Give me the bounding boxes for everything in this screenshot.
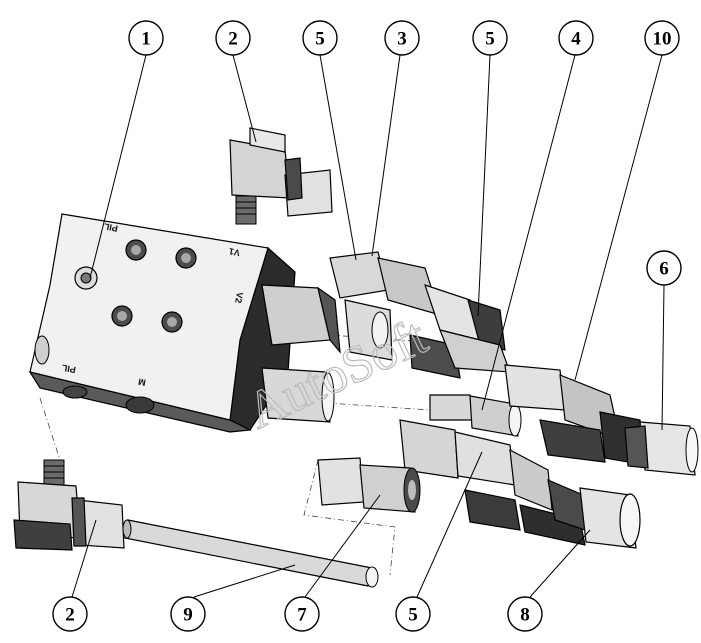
callout-number: 2: [228, 29, 238, 50]
callout-number: 6: [659, 259, 669, 280]
elbow-fitting-bottom: [13, 459, 125, 551]
fitting-6: [624, 421, 699, 476]
callout-3: 3: [384, 20, 420, 56]
callout-circle: [644, 20, 680, 56]
fitting-assembly-lower: [399, 419, 641, 549]
callout-8: 8: [507, 596, 543, 632]
callout-circle: [646, 250, 682, 286]
callout-10: 10: [644, 20, 680, 56]
port-label-pil-bottom: PIL: [61, 363, 77, 375]
callout-5-c: 5: [395, 596, 431, 632]
callout-4: 4: [558, 20, 594, 56]
block-side-fittings: [261, 284, 341, 423]
leader-lines: [71, 54, 665, 598]
callout-number: 7: [297, 605, 307, 626]
callout-1: 1: [128, 20, 164, 56]
callout-circle: [384, 20, 420, 56]
callout-number: 1: [141, 29, 151, 50]
callout-number: 2: [65, 605, 75, 626]
callout-number: 3: [397, 29, 407, 50]
callout-2-bottom: 2: [52, 596, 88, 632]
callout-7: 7: [284, 596, 320, 632]
callout-circle: [507, 596, 543, 632]
port-label-m: M: [138, 376, 147, 387]
port-label-pil-top: PIL: [103, 221, 119, 233]
callout-circle: [170, 596, 206, 632]
callout-circle: [52, 596, 88, 632]
callout-number: 5: [485, 29, 495, 50]
callout-5-b: 5: [472, 20, 508, 56]
callout-number: 9: [183, 605, 193, 626]
callout-circle: [128, 20, 164, 56]
callout-5-a: 5: [302, 20, 338, 56]
callout-number: 8: [520, 605, 530, 626]
block-ports: [62, 239, 197, 414]
pipe-9: [122, 519, 379, 588]
callout-number: 5: [315, 29, 325, 50]
callout-number: 10: [653, 29, 672, 50]
callout-circle: [395, 596, 431, 632]
callout-number: 5: [408, 605, 418, 626]
fitting-7: [317, 457, 421, 513]
elbow-fitting-top: [229, 127, 333, 225]
callout-number: 4: [571, 29, 581, 50]
callout-circle: [472, 20, 508, 56]
callout-circle: [302, 20, 338, 56]
callout-9: 9: [170, 596, 206, 632]
port-label-v1: V1: [228, 246, 241, 258]
callout-circle: [215, 20, 251, 56]
callout-circle: [558, 20, 594, 56]
port-label-v2: V2: [233, 291, 245, 304]
callout-circle: [284, 596, 320, 632]
callout-6: 6: [646, 250, 682, 286]
callout-2-top: 2: [215, 20, 251, 56]
fitting-assembly-upper: [329, 251, 511, 379]
callouts: 1 2 5 3 5 4 10 6 2 9 7 5 8: [52, 20, 682, 632]
